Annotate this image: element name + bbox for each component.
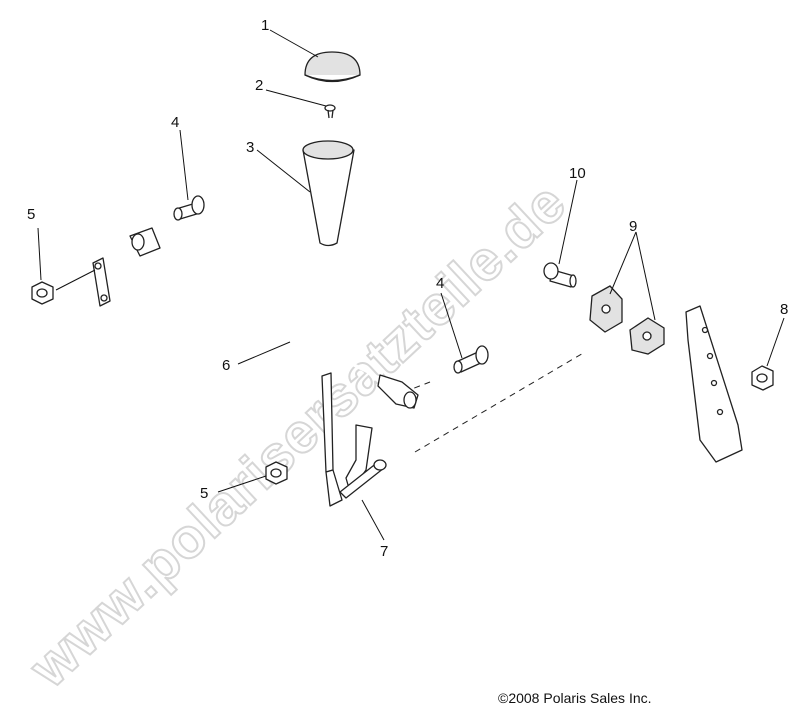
bolt bbox=[543, 262, 577, 288]
callout-10: 10 bbox=[569, 165, 586, 182]
leader-lines bbox=[37, 29, 785, 541]
bushing-b bbox=[629, 317, 665, 355]
watermark: www.polarisersatzteile.de bbox=[15, 169, 578, 700]
clevis-pin-lower bbox=[453, 345, 489, 374]
callout-7: 7 bbox=[380, 543, 388, 560]
callout-2: 2 bbox=[255, 77, 263, 94]
callout-4-upper: 4 bbox=[171, 114, 179, 131]
callout-8: 8 bbox=[780, 301, 788, 318]
alignment-line bbox=[414, 351, 586, 453]
callout-3: 3 bbox=[246, 139, 254, 156]
nut-right bbox=[751, 365, 774, 391]
lever-link bbox=[92, 257, 111, 307]
shift-knob bbox=[302, 140, 355, 247]
callout-1: 1 bbox=[261, 17, 269, 34]
callout-5-left: 5 bbox=[27, 206, 35, 223]
callout-6: 6 bbox=[222, 357, 230, 374]
callout-5-lower: 5 bbox=[200, 485, 208, 502]
screw bbox=[324, 104, 336, 119]
knob-cap bbox=[304, 51, 361, 83]
watermark-text: www.polarisersatzteile.de bbox=[16, 170, 577, 699]
bushing-a bbox=[589, 285, 623, 333]
shift-lever bbox=[321, 372, 387, 507]
callout-9: 9 bbox=[629, 218, 637, 235]
shift-rod bbox=[129, 227, 419, 409]
nut-left bbox=[31, 281, 54, 305]
nut-lower bbox=[265, 461, 288, 485]
callout-4-lower: 4 bbox=[436, 275, 444, 292]
mounting-plate bbox=[685, 305, 743, 463]
copyright-notice: ©2008 Polaris Sales Inc. bbox=[498, 690, 652, 706]
clevis-pin-upper bbox=[173, 195, 205, 221]
